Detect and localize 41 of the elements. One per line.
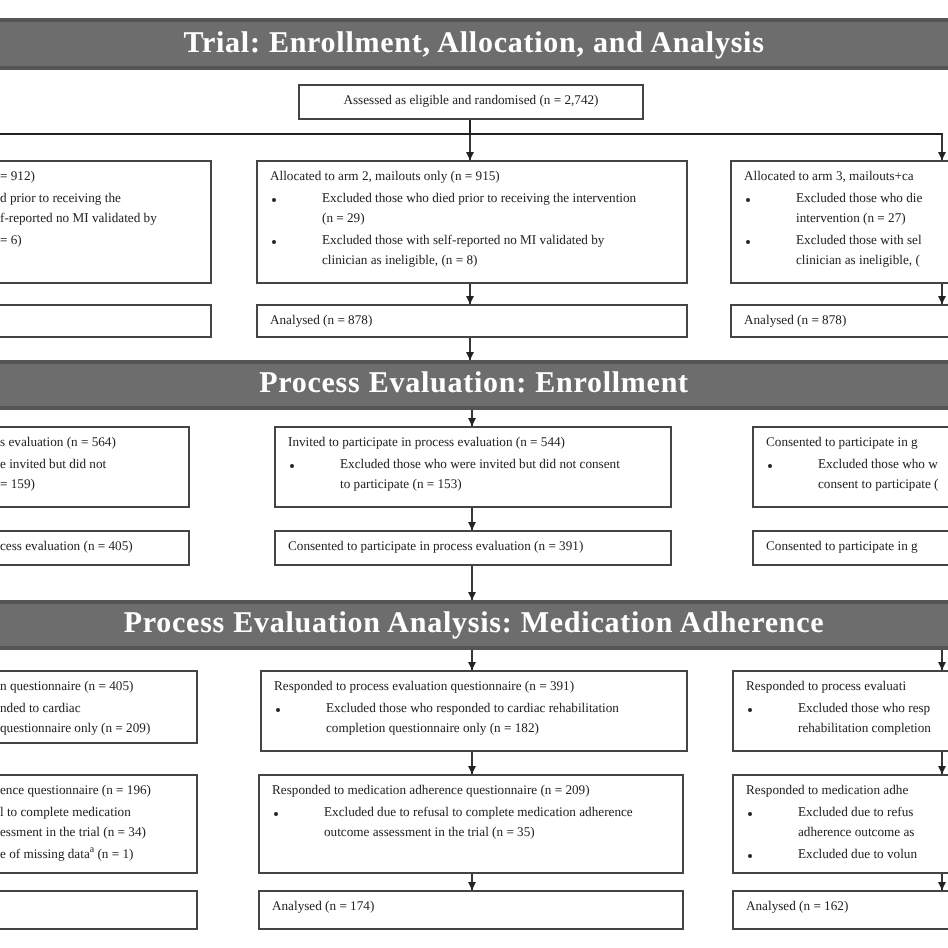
connector-arrow (465, 337, 475, 361)
connector-arrow (467, 507, 477, 531)
connector-arrow (467, 873, 477, 891)
section-banner (0, 18, 948, 70)
flow-box (256, 160, 688, 284)
flow-box (274, 426, 672, 508)
flow-box (730, 304, 948, 338)
flow-box (298, 84, 644, 120)
connector-arrow (469, 119, 947, 161)
flow-box (0, 530, 190, 566)
flow-box (0, 160, 212, 284)
section-heading: Trial: Enrollment, Allocation, and Analysis (183, 25, 765, 64)
connector-arrow (937, 751, 947, 775)
flow-box (256, 304, 688, 338)
connector-arrow (937, 873, 947, 891)
flow-box (260, 670, 688, 752)
section-banner (0, 600, 948, 650)
connector-arrow (467, 751, 477, 775)
flow-box (0, 670, 198, 744)
flow-box (732, 670, 948, 752)
flow-box (732, 890, 948, 930)
flow-box (258, 890, 684, 930)
flow-box (0, 890, 198, 930)
connector-arrow (467, 565, 477, 601)
connector-arrow (467, 409, 477, 427)
connector-arrow (937, 283, 947, 305)
connector-arrow (937, 649, 947, 671)
flow-box (0, 426, 190, 508)
flow-box (732, 774, 948, 874)
flow-box (752, 426, 948, 508)
flow-box (752, 530, 948, 566)
section-heading: Process Evaluation Analysis: Medication Adherence (123, 606, 825, 645)
section-banner (0, 360, 948, 410)
connector-arrow (467, 649, 477, 671)
flow-box (0, 774, 198, 874)
flow-box (274, 530, 672, 566)
section-heading: Process Evaluation: Enrollment (259, 366, 689, 405)
flow-box (258, 774, 684, 874)
flow-box (0, 304, 212, 338)
connector-arrow (465, 283, 475, 305)
flow-box (730, 160, 948, 284)
